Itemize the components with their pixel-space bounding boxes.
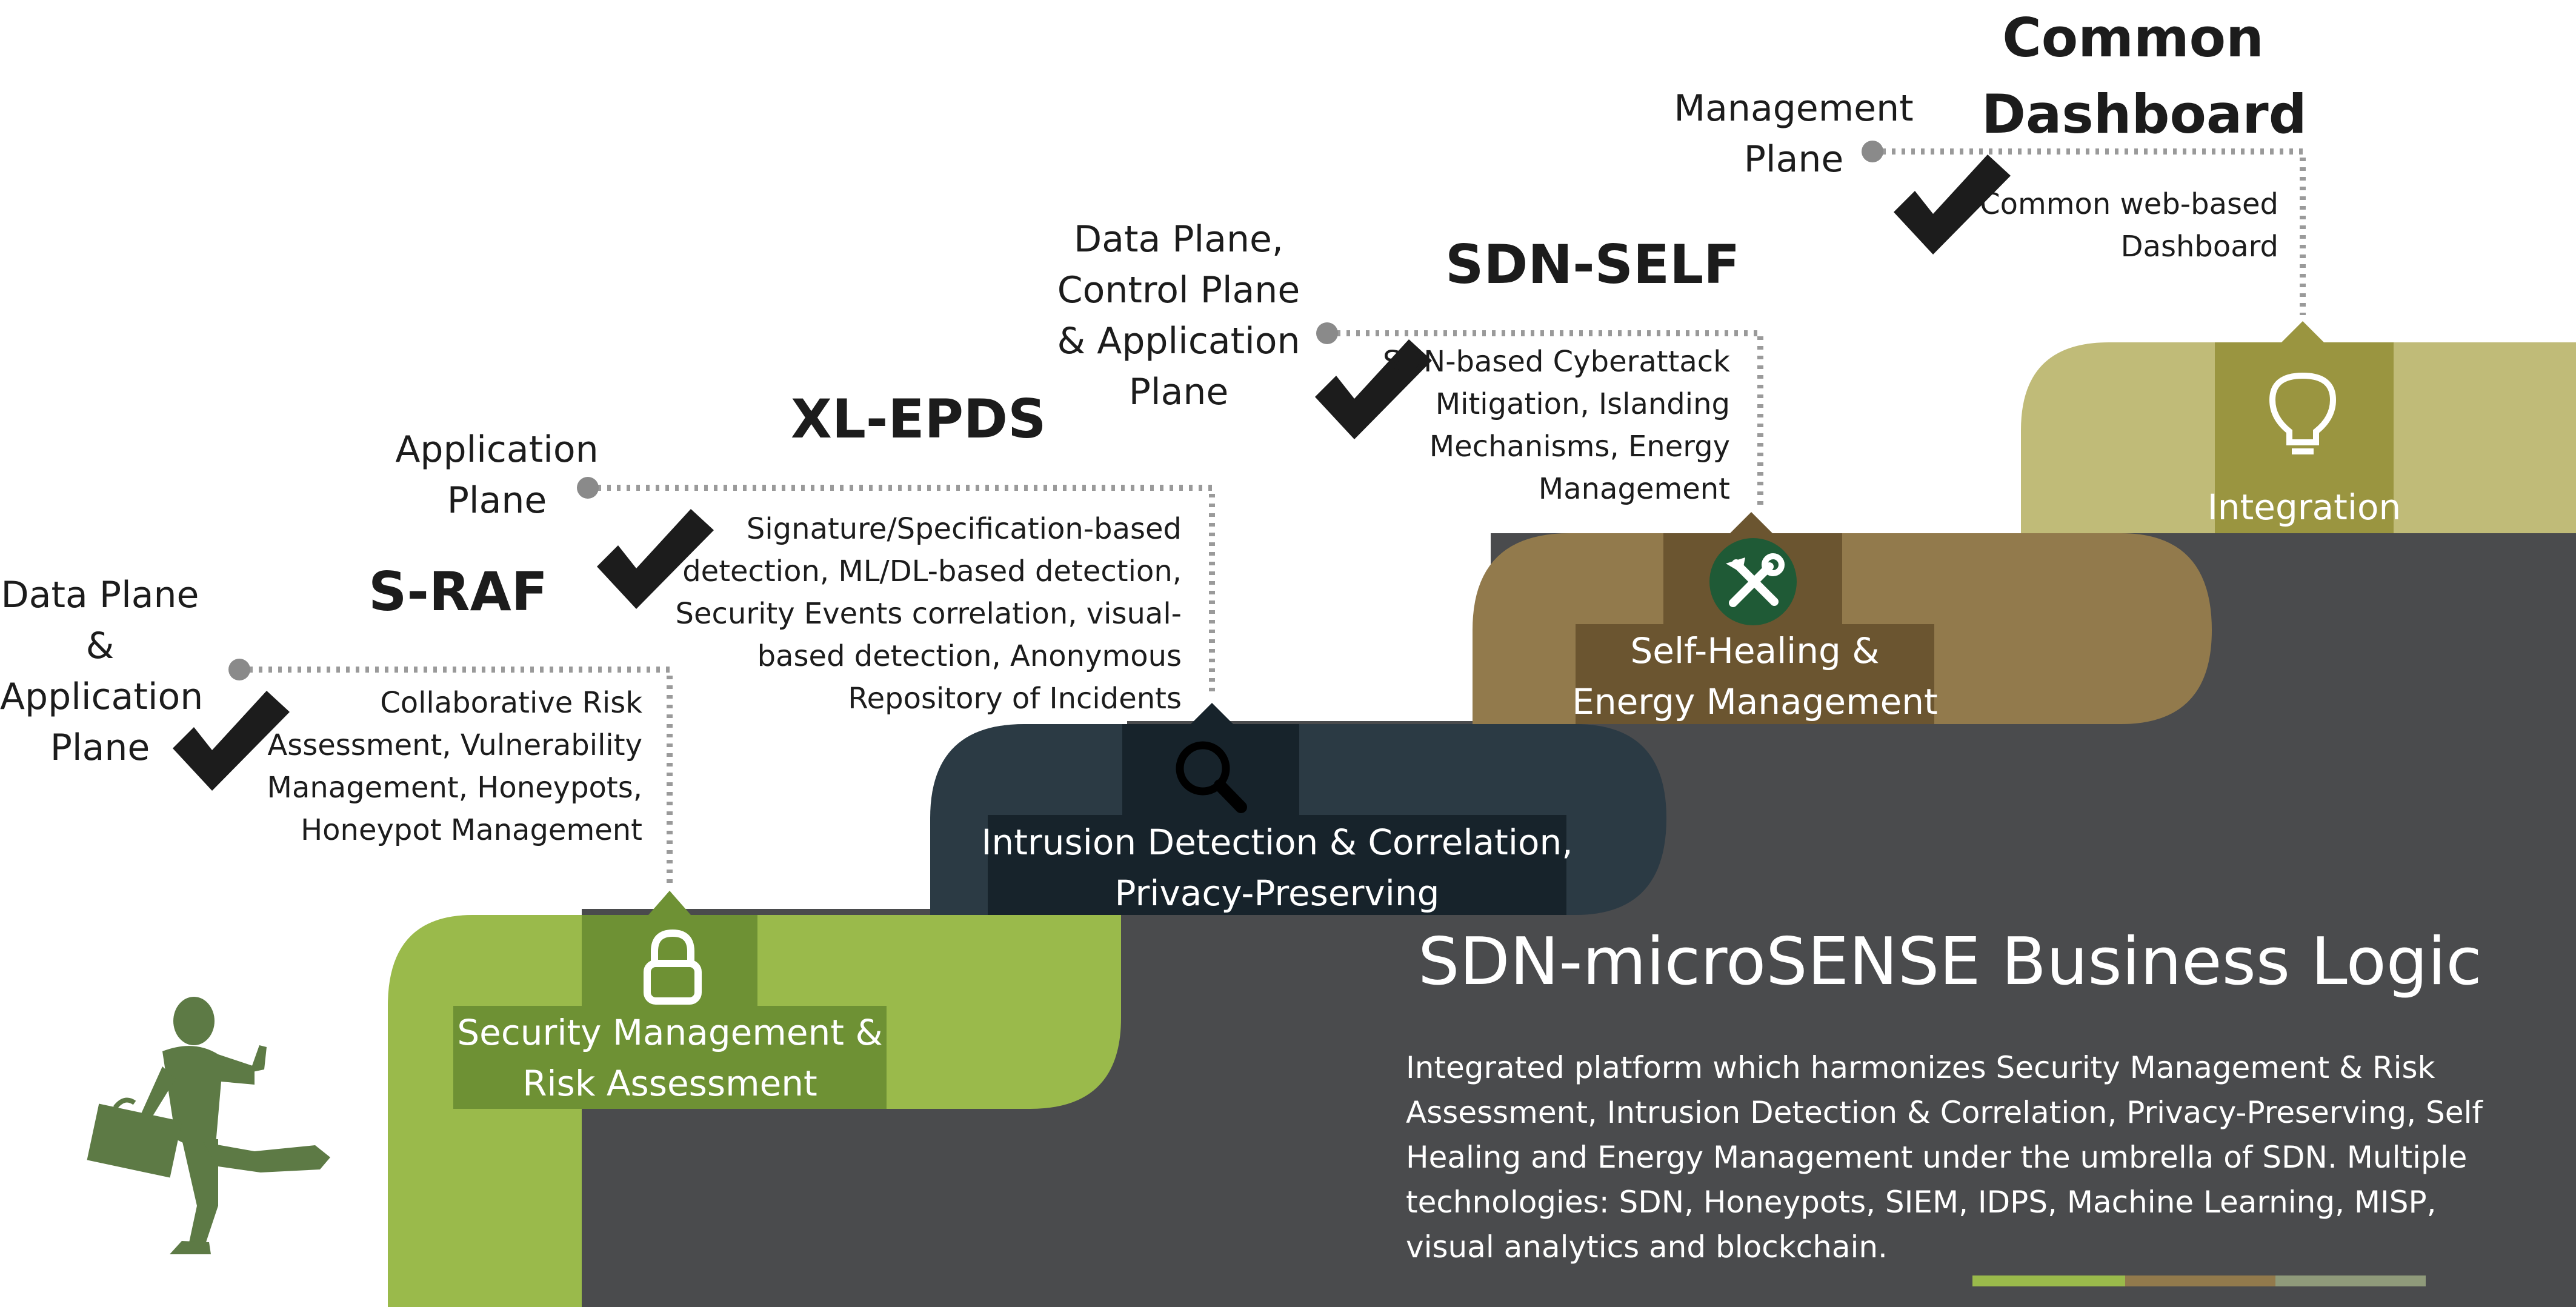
connector-s-raf xyxy=(239,667,673,885)
person-icon xyxy=(87,997,330,1254)
pointer-common-dashboard xyxy=(2281,321,2324,342)
features-sdn-self: SDN-based Cyberattack Mitigation, Island… xyxy=(1382,345,1730,506)
pointer-sdn-self xyxy=(1730,512,1772,533)
magnifier-icon xyxy=(1176,741,1247,813)
dot-s-raf xyxy=(228,659,250,680)
plane-label-s-raf: Data Plane & Application Plane xyxy=(0,574,204,769)
pointer-xl-epds xyxy=(1191,703,1233,724)
dot-sdn-self xyxy=(1316,322,1338,344)
module-title-s-raf: S-RAF xyxy=(368,560,548,623)
lock-icon xyxy=(644,929,702,1005)
legend-bar-gray xyxy=(2275,1275,2426,1286)
lightbulb-icon xyxy=(2269,372,2337,454)
step-label-sdn-self: Self-Healing & Energy Management xyxy=(1572,630,1938,722)
checkmark-icon xyxy=(173,691,290,791)
plane-label-common-dashboard: Management Plane xyxy=(1674,87,1914,181)
checkmark-icon xyxy=(597,509,714,609)
business-logic-title: SDN-microSENSE Business Logic xyxy=(1418,924,2482,1000)
connector-common-dashboard xyxy=(1872,148,2306,315)
checkmark-icon xyxy=(1315,339,1432,439)
panel-xl-epds-top xyxy=(1122,724,1299,815)
panel-s-raf-label xyxy=(453,1006,887,1109)
dot-xl-epds xyxy=(577,477,599,499)
dot-common-dashboard xyxy=(1862,141,1883,162)
module-title-sdn-self: SDN-SELF xyxy=(1445,233,1740,296)
step-label-common-dashboard: Integration xyxy=(2207,487,2401,528)
features-common-dashboard: Common web-based Dashboard xyxy=(1980,187,2278,264)
plane-label-sdn-self: Data Plane, Control Plane & Application … xyxy=(1057,218,1300,413)
legend-bar-green xyxy=(1972,1275,2125,1286)
module-title-xl-epds: XL-EPDS xyxy=(791,388,1047,450)
checkmark-icon xyxy=(1894,155,2011,254)
module-title-common-dashboard: Common Dashboard xyxy=(1982,7,2307,145)
panel-sdn-self-label xyxy=(1576,624,1934,724)
plane-label-xl-epds: Application Plane xyxy=(395,428,599,522)
tools-icon xyxy=(1709,538,1797,625)
features-s-raf: Collaborative Risk Assessment, Vulnerabi… xyxy=(267,686,642,847)
legend-bar-brown xyxy=(2125,1275,2275,1286)
business-logic-block xyxy=(582,533,2576,1307)
business-logic-description: Integrated platform which harmonizes Sec… xyxy=(1406,1050,2483,1265)
connector-xl-epds xyxy=(588,485,1215,694)
pointer-s-raf xyxy=(648,891,691,915)
step-label-s-raf: Security Management & Risk Assessment xyxy=(457,1012,883,1104)
step-label-xl-epds: Intrusion Detection & Correlation, Priva… xyxy=(981,822,1573,914)
panel-xl-epds-label xyxy=(988,815,1566,915)
features-xl-epds: Signature/Specification-based detection,… xyxy=(675,512,1182,716)
